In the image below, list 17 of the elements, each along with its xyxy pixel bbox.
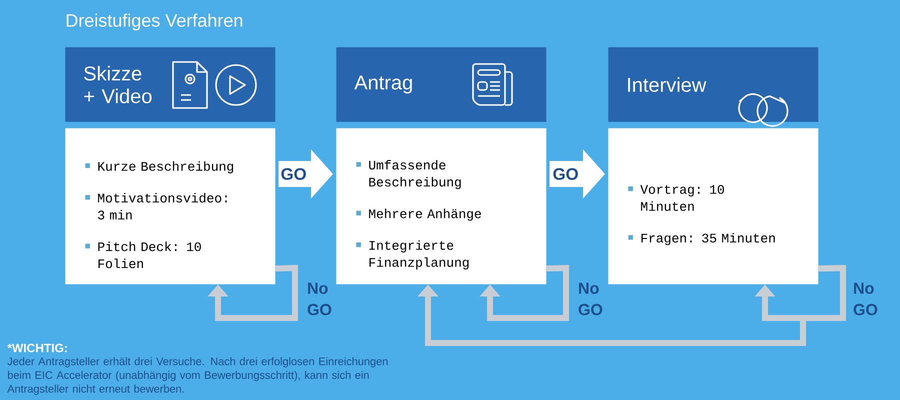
edge-label: No GO — [854, 282, 878, 316]
stage-header: Antrag — [336, 47, 546, 122]
edge-label: No GO — [578, 282, 602, 316]
arrow — [208, 264, 298, 321]
arrow — [418, 264, 846, 346]
title: Dreistufiges Verfahren — [66, 14, 242, 30]
arrow — [480, 264, 569, 321]
edge-label: No GO — [308, 282, 332, 316]
content-card: Kurze Beschreibung Motivationsvideo: 3 min Pitch Deck: 10 Folien — [65, 128, 276, 284]
content-card: Vortrag: 10 Minuten Fragen: 35 Minuten — [608, 128, 818, 284]
edge-label: GO — [553, 168, 578, 180]
content-card: Umfassende Beschreibung Mehrere Anhänge Integrierte Finanzplanung — [336, 128, 546, 284]
stage-header: Interview — [608, 47, 818, 122]
note-text: Jeder Antragsteller erhält drei Versuche. Nach drei erfolglosen Einreichungen beim EIC Accelerator (unabhängig vom Bewerbungsschritt), kann sich ein Antragsteller nicht erneut bewerben. — [7, 357, 388, 395]
note-heading: *WICHTIG: — [7, 344, 67, 352]
edge-label: GO — [281, 168, 306, 180]
stage-header: Skizze + Video — [65, 47, 276, 122]
